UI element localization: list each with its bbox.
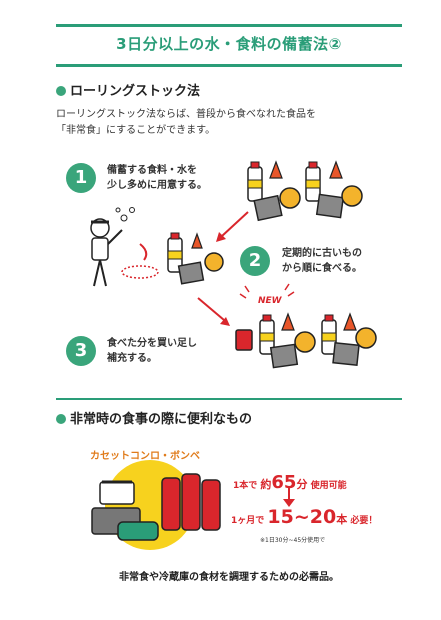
step-2-line-2: から順に食べる。 [282, 263, 362, 274]
step-2-line-1: 定期的に古いもの [282, 248, 362, 259]
title-bottom-rule [56, 64, 402, 67]
month-range: 15~20 [267, 506, 337, 528]
bullet-dot-icon [56, 414, 66, 424]
month-unit: 本 [336, 513, 348, 526]
usage-suffix: 使用可能 [310, 481, 347, 491]
step-1-line-2: 少し多めに用意する。 [107, 180, 207, 191]
usage-prefix: 1本で [233, 481, 258, 491]
page-title: 3日分以上の水・食料の備蓄法② [116, 35, 342, 53]
intro-line-1: ローリングストック法ならば、普段から食べなれた食品を [56, 109, 316, 120]
section-heading-label: ローリングストック法 [70, 84, 201, 99]
person-illustration [90, 207, 159, 287]
usage-line-1: 1本で 約65分 使用可能 [233, 472, 347, 493]
step-2-number: 2 [240, 246, 270, 276]
title-top-rule [56, 24, 402, 27]
section-heading-useful-items: 非常時の食事の際に便利なもの [56, 408, 252, 427]
usage-unit: 分 [296, 478, 308, 491]
step-3-line-2: 補充する。 [107, 353, 157, 364]
month-suffix: 必要！ [350, 516, 378, 526]
item-label: カセットコンロ・ボンベ [90, 451, 200, 462]
step-3-number: 3 [66, 336, 96, 366]
section-2-rule [56, 398, 402, 400]
usage-note: ※1日30分~45分使用で [260, 537, 326, 544]
step-1-line-1: 備蓄する食料・水を [107, 165, 197, 176]
cassette-stove-illustration [91, 460, 221, 550]
usage-line-2: 1ヶ月で 15~20本 必要！ [231, 506, 377, 528]
step-1-number: 1 [66, 163, 96, 193]
section-heading-label: 非常時の食事の際に便利なもの [70, 412, 253, 427]
usage-minutes: 65 [271, 472, 297, 493]
footer-text: 非常食や冷蔵庫の食材を調理するための必需品。 [119, 572, 339, 583]
food-group-bottom [235, 312, 377, 369]
month-prefix: 1ヶ月で [231, 516, 265, 526]
intro-line-2: 「非常食」にすることができます。 [56, 125, 216, 136]
food-group-top [247, 160, 363, 222]
step-3-line-1: 食べた分を買い足し [107, 338, 197, 349]
bullet-dot-icon [56, 86, 66, 96]
new-label: NEW [258, 296, 283, 306]
usage-approx: 約 [260, 478, 272, 491]
section-heading-rolling-stock: ローリングストック法 [56, 80, 200, 99]
food-group-center [167, 232, 224, 285]
